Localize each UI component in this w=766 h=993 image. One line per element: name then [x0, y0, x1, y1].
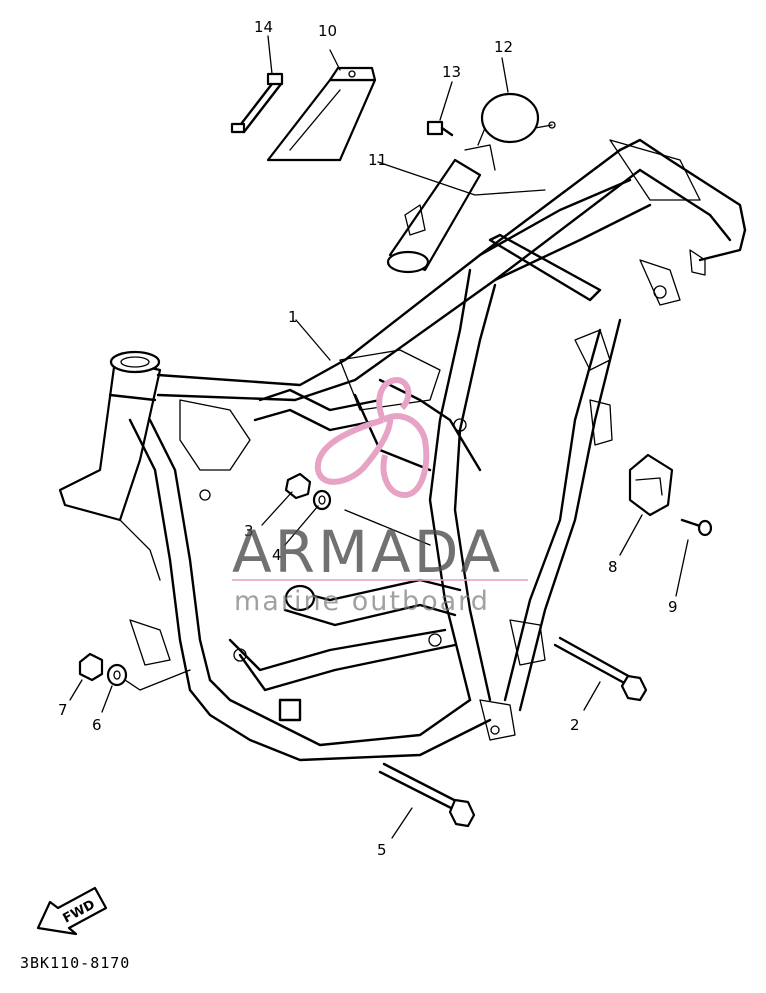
callout-11: 11 [368, 151, 387, 169]
cap-part-12 [477, 92, 556, 146]
armada-logo-icon [314, 376, 430, 499]
bolt-part-13 [426, 120, 454, 137]
leader-lines [69, 35, 689, 839]
bracket-part-8 [628, 453, 674, 517]
callout-7: 7 [58, 701, 68, 719]
frame-part-1 [58, 138, 747, 762]
callout-12: 12 [494, 38, 513, 56]
callout-5: 5 [377, 841, 387, 859]
callout-labels: 1 2 3 4 5 6 7 8 9 10 11 12 13 14 [58, 18, 678, 859]
tube-part-11 [386, 144, 496, 274]
callout-14: 14 [254, 18, 273, 36]
drawing-code: 3BK110-8170 [20, 954, 130, 972]
callout-6: 6 [92, 716, 102, 734]
callout-13: 13 [442, 63, 461, 81]
nut-part-7 [78, 652, 104, 682]
watermark-brand: ARMADA [232, 518, 503, 586]
callout-2: 2 [570, 716, 580, 734]
watermark-tagline: marine outboard [234, 586, 490, 617]
pad-part-10 [266, 66, 377, 162]
screw-part-9 [680, 518, 713, 537]
callout-10: 10 [318, 22, 337, 40]
forward-arrow-icon: FWD [36, 886, 108, 936]
callout-9: 9 [668, 598, 678, 616]
washer-part-6 [106, 663, 128, 687]
callout-4: 4 [272, 546, 282, 564]
watermark: ARMADA marine outboard [232, 376, 528, 617]
callout-3: 3 [244, 522, 254, 540]
bolt-part-2 [553, 636, 648, 702]
bolt-part-5 [378, 762, 476, 828]
callout-8: 8 [608, 558, 618, 576]
strap-part-14 [230, 72, 284, 134]
callout-1: 1 [288, 308, 298, 326]
washer-part-4 [312, 489, 332, 511]
